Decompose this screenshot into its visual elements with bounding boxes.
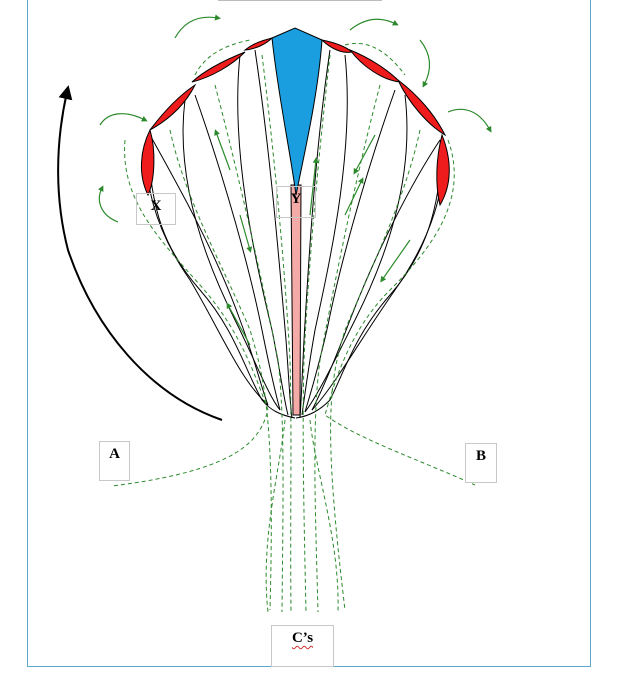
label-a-text: A (109, 446, 120, 462)
label-cs-text: C’s (291, 630, 314, 646)
large-rotation-arrow (57, 85, 223, 421)
petal-l4 (243, 36, 274, 51)
label-y-text: Y (290, 191, 302, 207)
left-lobe-3 (237, 54, 289, 416)
petal-r3 (397, 79, 447, 137)
field-line-top-right (344, 43, 406, 76)
label-x-text: X (150, 198, 162, 214)
right-lobe-outer-inner (311, 139, 441, 411)
petal-l2 (149, 83, 197, 131)
core-stem (290, 184, 302, 416)
label-a: A (99, 441, 130, 481)
right-petals (320, 39, 450, 207)
left-lobes (146, 49, 296, 419)
green-flow-arrows (214, 129, 411, 346)
petal-r1 (320, 39, 354, 53)
frame-right-border (590, 0, 591, 667)
petal-l3 (191, 51, 246, 83)
left-lobe-3-inner (254, 49, 293, 419)
field-line-inner-left-2 (214, 84, 284, 613)
label-x: X (136, 193, 176, 225)
top-box-edge (218, 0, 382, 1)
label-b: B (465, 443, 497, 483)
curl-arrow-left-low (97, 185, 119, 223)
center-blue-segment (271, 27, 323, 196)
field-line-outer-right (324, 139, 476, 486)
flow-arrow-1 (214, 129, 231, 171)
petal-r4 (436, 133, 450, 207)
flow-arrow-3 (226, 302, 251, 346)
curl-arrow-right-mid (447, 108, 492, 133)
label-cs: C’s (271, 625, 334, 667)
right-lobe-3-inner (299, 49, 331, 419)
left-lobe-2-inner (194, 94, 281, 411)
petal-r2 (348, 48, 402, 83)
right-lobe-2-inner (304, 89, 396, 413)
field-line-inner-right-2 (314, 84, 381, 613)
label-b-text: B (475, 448, 486, 464)
field-line-inner-left-3 (261, 54, 292, 613)
label-y: Y (276, 186, 316, 218)
flow-arrow-4 (309, 157, 319, 216)
right-lobe-outer (311, 139, 444, 411)
field-line-outer-left (111, 139, 269, 487)
field-line-inner-right-3 (302, 54, 331, 613)
flow-arrow-2 (239, 214, 253, 253)
green-curl-arrows (97, 14, 492, 223)
frame-left-border (27, 0, 28, 667)
field-line-center-right (309, 419, 339, 613)
petal-l1 (140, 128, 155, 197)
right-outer-envelope (295, 144, 443, 419)
left-lobe-outer-inner (149, 134, 269, 406)
green-field-lines (111, 39, 476, 613)
field-line-inner-left-1 (169, 129, 272, 611)
field-line-inner-right-1 (330, 129, 421, 611)
right-lobes (295, 49, 444, 419)
right-lobe-3 (301, 54, 348, 416)
right-lobe-2 (304, 94, 408, 413)
left-petals (140, 36, 274, 197)
flow-arrow-5 (353, 134, 376, 175)
flow-arrow-6 (344, 177, 364, 216)
left-lobe-2 (182, 99, 281, 411)
curl-arrow-left-mid (99, 113, 148, 126)
left-outer-envelope (147, 139, 296, 419)
curl-arrow-top-right (349, 18, 399, 31)
flow-arrow-7 (380, 239, 411, 283)
curl-arrow-top-left (174, 14, 221, 39)
curl-arrow-right-top (419, 39, 431, 88)
